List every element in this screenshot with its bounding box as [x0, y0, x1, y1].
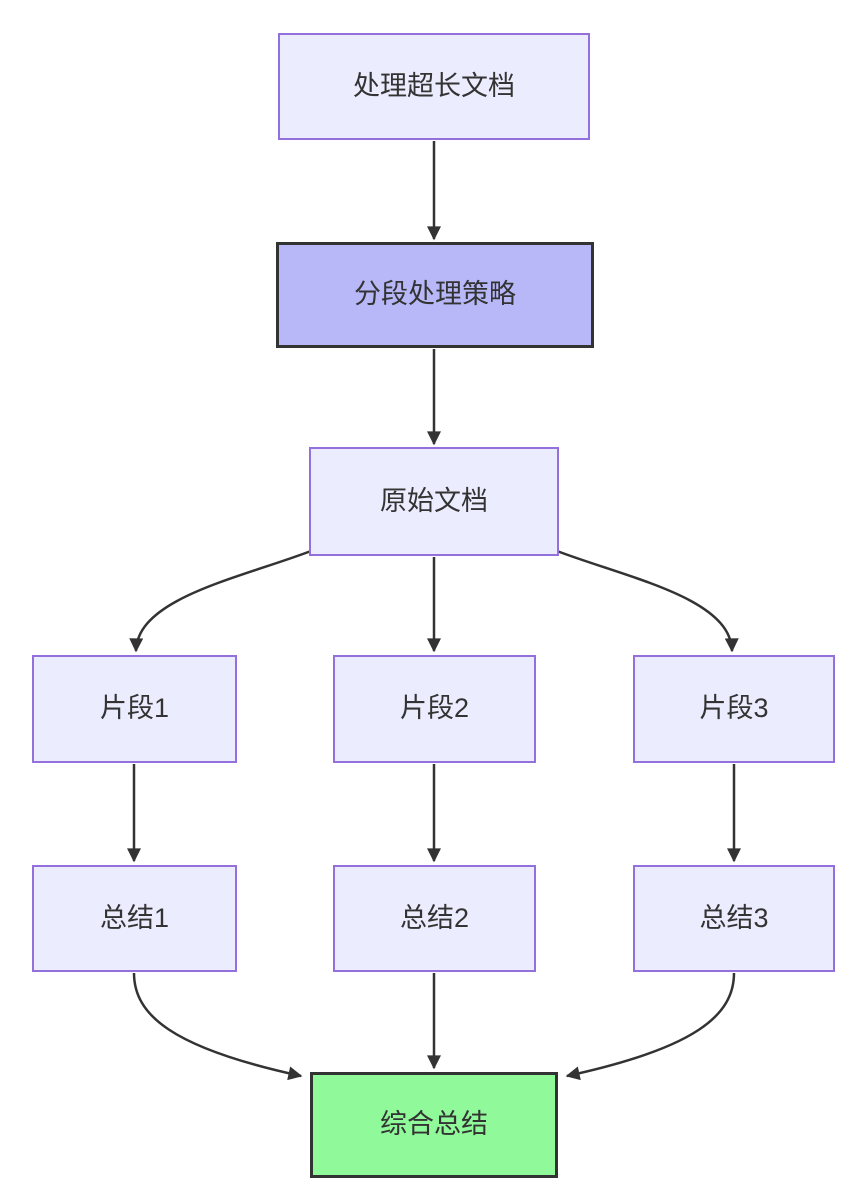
node-summary-1: 总结1 [32, 865, 237, 972]
node-label: 综合总结 [380, 1109, 488, 1140]
node-fragment-3: 片段3 [633, 655, 835, 763]
node-label: 片段2 [399, 693, 470, 724]
node-summary-3: 总结3 [633, 865, 835, 972]
node-fragment-2: 片段2 [333, 655, 536, 763]
node-label: 处理超长文档 [353, 70, 515, 101]
node-final-summary: 综合总结 [310, 1072, 558, 1178]
node-label: 分段处理策略 [354, 279, 516, 310]
node-original-document: 原始文档 [309, 447, 559, 556]
node-segmentation-strategy: 分段处理策略 [276, 242, 594, 348]
node-fragment-1: 片段1 [32, 655, 237, 763]
node-label: 原始文档 [380, 485, 488, 516]
node-label: 总结1 [99, 902, 170, 933]
node-process-long-document: 处理超长文档 [278, 33, 590, 140]
node-label: 总结3 [699, 902, 769, 933]
node-label: 片段1 [99, 693, 170, 724]
edge-original-to-fragment-3 [556, 549, 739, 653]
node-label: 总结2 [399, 902, 470, 933]
edge-original-to-fragment-1 [129, 549, 312, 653]
node-label: 片段3 [699, 693, 769, 724]
edge-summary-1-to-final [132, 972, 303, 1081]
edge-summary-3-to-final [565, 972, 736, 1081]
node-summary-2: 总结2 [333, 865, 536, 972]
